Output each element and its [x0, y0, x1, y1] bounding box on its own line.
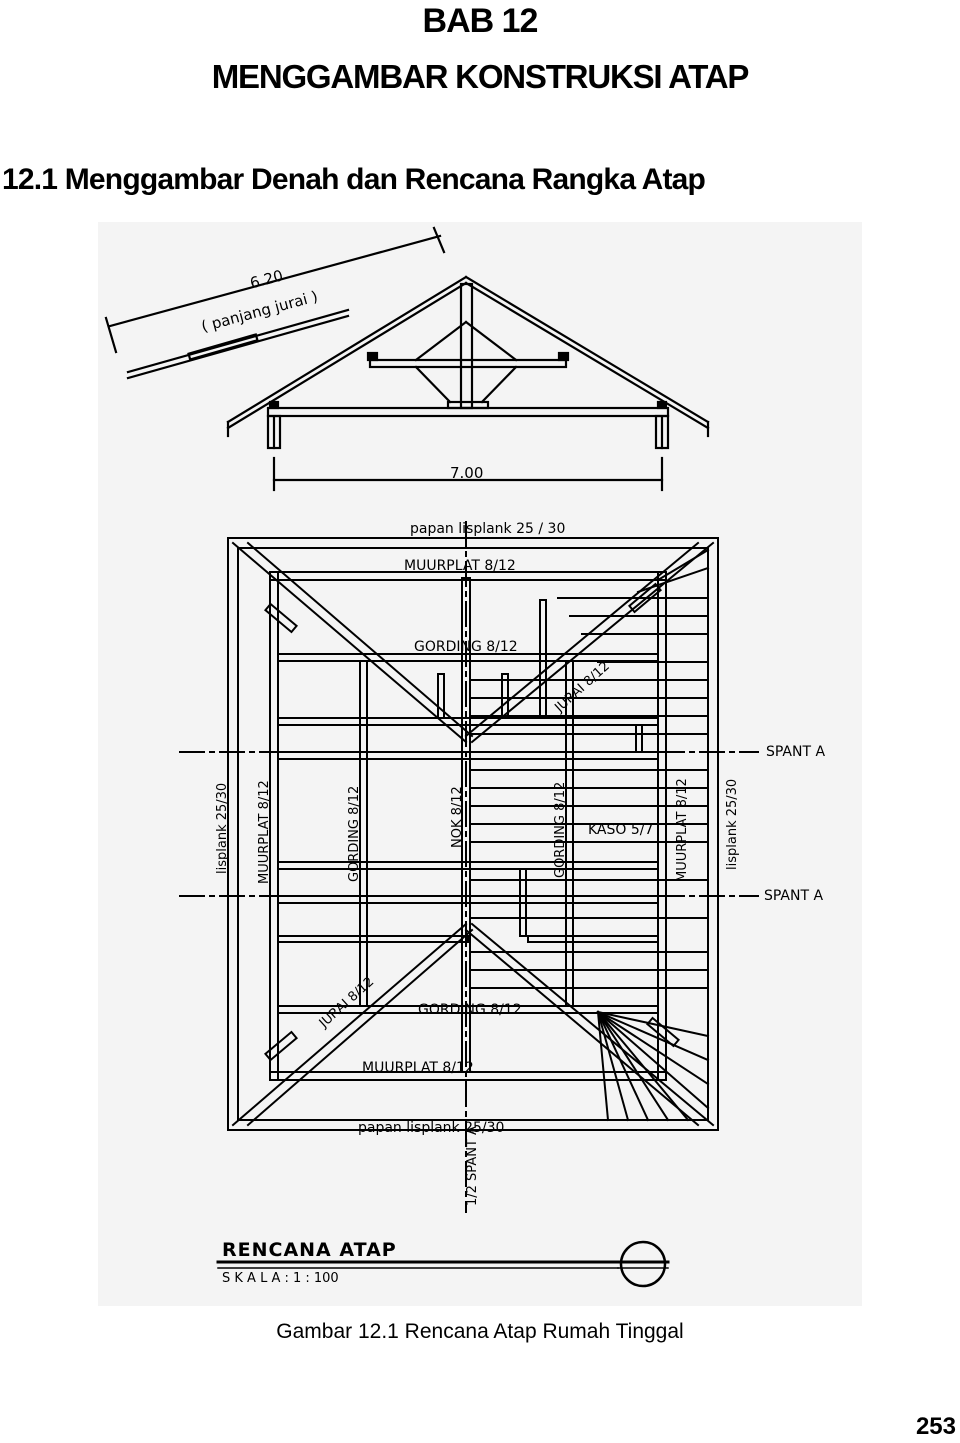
label-gording-bottom: GORDING 8/12	[418, 1002, 522, 1018]
label-gording-left: GORDING 8/12	[347, 786, 362, 882]
chapter-title: MENGGAMBAR KONSTRUKSI ATAP	[211, 58, 750, 95]
label-muurplat-top: MUURPLAT 8/12	[404, 558, 516, 574]
label-muurplat-right: MUURPLAT 8/12	[675, 778, 690, 882]
roof-plan-figure: 6.20 ( panjang jurai ) 7.00	[98, 222, 862, 1306]
roof-plan	[179, 521, 759, 1213]
label-lisplank-top: papan lisplank 25 / 30	[410, 521, 565, 537]
label-lisplank-bottom: papan lisplank 25/30	[358, 1120, 504, 1136]
label-muurplat-left: MUURPLAT 8/12	[257, 780, 272, 884]
label-gording-right: GORDING 8/12	[553, 782, 568, 878]
page-number: 253	[915, 1413, 956, 1440]
label-spant-a-1: SPANT A	[766, 744, 825, 760]
label-kaso: KASO 5/7	[588, 822, 653, 838]
figure-caption: Gambar 12.1 Rencana Atap Rumah Tinggal	[276, 1320, 684, 1343]
roof-drawing: 6.20 ( panjang jurai ) 7.00	[98, 222, 862, 1306]
plan-title: RENCANA ATAP	[222, 1239, 397, 1261]
label-half-spant: 1/2 SPANT A	[465, 1126, 480, 1206]
label-lisplank-left: lisplank 25/30	[215, 783, 230, 874]
chapter-heading: BAB 12	[422, 2, 539, 40]
dim-span: 7.00	[450, 464, 483, 482]
truss-section	[104, 226, 710, 492]
plan-scale: S K A L A : 1 : 100	[222, 1271, 339, 1286]
label-spant-a-2: SPANT A	[764, 888, 823, 904]
section-heading: 12.1 Menggambar Denah dan Rencana Rangka…	[2, 163, 706, 196]
label-gording-top: GORDING 8/12	[414, 639, 518, 655]
label-nok: NOK 8/12	[450, 786, 465, 848]
label-muurplat-bottom: MUURPLAT 8/12	[362, 1060, 474, 1076]
plan-title-block	[216, 1240, 670, 1288]
label-lisplank-right: lisplank 25/30	[725, 779, 740, 870]
